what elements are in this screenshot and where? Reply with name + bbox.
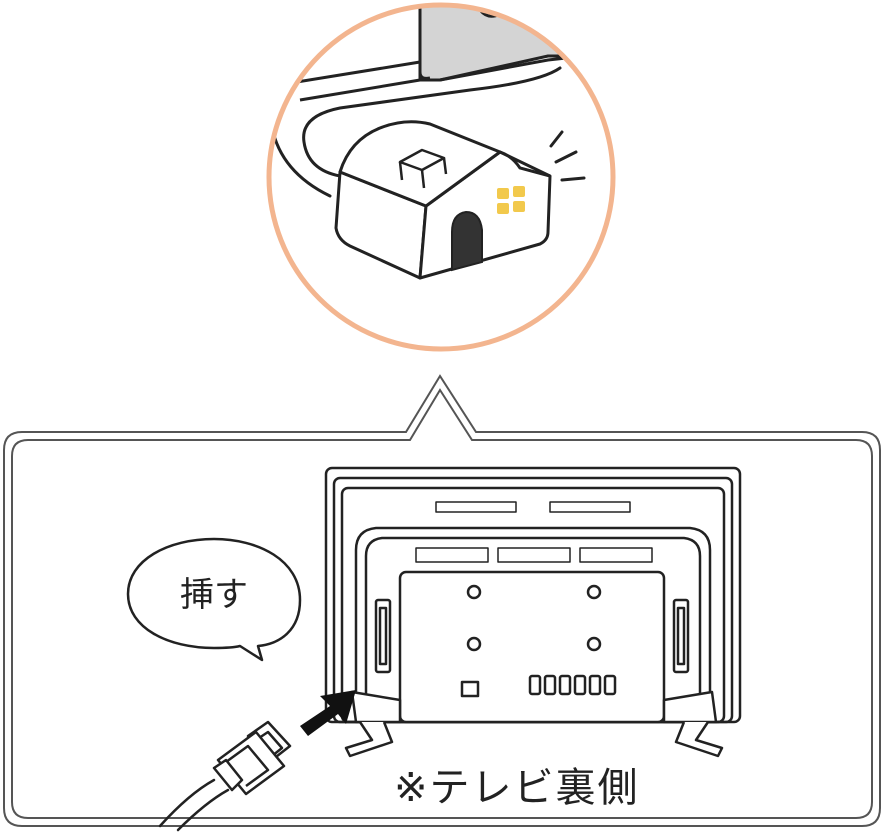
streaming-device-icon [334,120,586,280]
tv-back-illustration [324,466,742,758]
caption-tv-back: ※テレビ裏側 [394,765,640,811]
glow-rays [549,130,586,182]
mounting-holes [466,584,602,652]
tv-back-plate [398,570,666,724]
speech-bubble-text: 挿す [180,575,248,615]
side-grip-left [374,598,392,674]
tv-vents-top [435,501,631,513]
zoom-circle-border [266,2,616,352]
tv-vents-middle [415,547,653,563]
speech-bubble: 挿す [126,537,302,662]
port-row [528,674,617,696]
zoom-callout [266,2,616,352]
cube-logo-icon [398,148,448,189]
hdmi-cable [158,778,230,832]
tv-stands [344,690,724,758]
device-window [497,186,525,214]
hdmi-port [460,680,480,698]
side-grip-right [672,598,690,674]
insert-arrow-icon [300,690,356,736]
device-door [451,210,483,272]
hdmi-cable-loop [302,66,562,178]
hdmi-plug-icon [212,720,292,796]
